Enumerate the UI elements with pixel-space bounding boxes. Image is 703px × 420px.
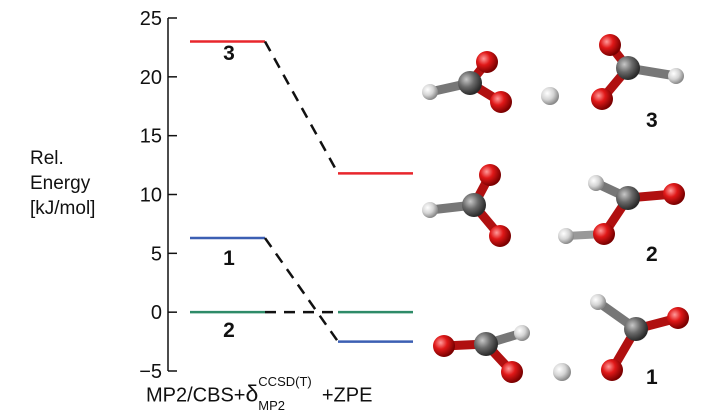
y-axis-label: Rel. Energy [kJ/mol] <box>30 146 95 221</box>
y-tick-label: 20 <box>140 67 162 89</box>
y-tick-label: 0 <box>151 302 162 324</box>
x-label-delta-symbol: δ <box>245 380 259 407</box>
y-tick-label: 5 <box>151 243 162 265</box>
level-label-2: 2 <box>223 319 235 342</box>
structure-3-illustration <box>422 34 684 113</box>
y-tick-label: 25 <box>140 8 162 30</box>
level-label-1: 1 <box>223 247 235 270</box>
x-label-base: MP2/CBS+ <box>146 384 246 407</box>
y-axis: −5 0 5 10 15 20 25 <box>139 8 177 383</box>
energy-levels: 3 1 2 <box>190 40 413 343</box>
structure-label-3: 3 <box>646 109 658 132</box>
y-axis-label-line: [kJ/mol] <box>30 198 96 219</box>
level-label-3: 3 <box>223 42 235 65</box>
connector-1 <box>263 237 340 343</box>
x-label-subscript: MP2 <box>258 398 286 413</box>
y-axis-label-line: Rel. <box>30 148 64 169</box>
y-tick-label: −5 <box>139 361 162 383</box>
structure-label-2: 2 <box>646 243 658 266</box>
x-label-suffix: +ZPE <box>316 384 373 407</box>
connector-3 <box>263 40 340 174</box>
y-axis-label-line: Energy <box>30 173 91 194</box>
structure-1-illustration <box>433 294 689 383</box>
structure-2-illustration <box>422 164 685 247</box>
x-label-superscript: CCSD(T) <box>258 374 312 389</box>
structure-label-1: 1 <box>646 366 658 389</box>
y-tick-label: 15 <box>140 126 162 148</box>
x-label-scripts: CCSD(T) MP2 <box>258 374 316 414</box>
y-tick-label: 10 <box>140 185 162 207</box>
